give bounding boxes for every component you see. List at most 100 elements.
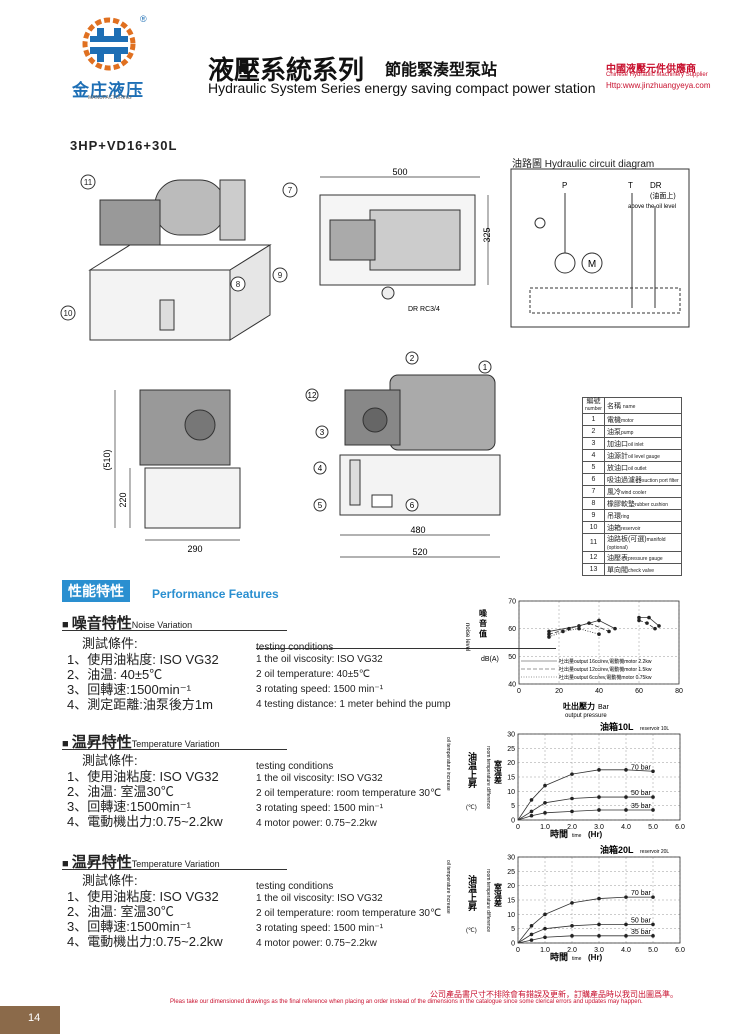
data-point <box>543 783 547 788</box>
temp1-heading: ■ 温昇特性Temperature Variation <box>62 734 220 751</box>
front-view-drawing: 480 520 2 1 12 3 4 5 6 <box>305 351 501 558</box>
parts-name-en: wind cooler <box>620 489 647 496</box>
y-tick-label: 50 <box>508 654 516 661</box>
x-label-en: output pressure <box>565 713 607 719</box>
data-point <box>529 798 534 802</box>
noise-underline <box>62 630 287 631</box>
y-unit: (℃) <box>466 928 477 934</box>
y-label-cn: 噪 音 值 <box>478 608 488 638</box>
callout-8: 8 <box>236 280 241 289</box>
parts-no: 10 <box>582 521 605 534</box>
callout-9: 9 <box>278 271 283 280</box>
circuit-label-dr-en: above the oil level <box>628 204 676 210</box>
parts-name-cn: 放油口 <box>606 464 628 472</box>
parts-name: 橡膠軟墊rubber cushion <box>603 497 683 510</box>
parts-name-en: oil outlet <box>627 465 647 472</box>
series-line <box>548 628 600 638</box>
temp2-item-en: 4 motor power: 0.75~2.2kw <box>256 938 377 949</box>
noise-section: ■ 噪音特性Noise Variation 測試條件: testing cond… <box>62 612 556 722</box>
website-url[interactable]: Http:www.jinzhuangyeya.com <box>606 81 711 90</box>
temp1-underline <box>62 749 287 750</box>
circuit-title-en: Hydraulic circuit diagram <box>544 159 655 170</box>
dim-side-width: 290 <box>187 544 202 554</box>
circuit-title: 油路圖 Hydraulic circuit diagram <box>512 155 654 170</box>
parts-name: 油箱reservoir <box>603 521 683 534</box>
y-label2-en: room temperature difference <box>485 869 491 932</box>
temp2-item-en: 1 the oil viscosity: ISO VG32 <box>256 893 383 904</box>
data-point <box>597 934 601 938</box>
data-point <box>587 621 591 625</box>
callout-3: 3 <box>320 428 325 437</box>
series-line <box>517 809 653 821</box>
temp2-heading: ■ 温昇特性Temperature Variation <box>62 854 220 871</box>
parts-name-en: rubber cushion <box>634 501 669 508</box>
data-point <box>637 615 641 620</box>
x-tick-label: 40 <box>595 688 603 695</box>
model-label: 3HP+VD16+30L <box>70 138 178 153</box>
data-point <box>529 924 534 928</box>
series-label: 35 bar <box>631 929 652 936</box>
chart-title-en: reservoir 10L <box>640 726 669 732</box>
logo-text: 金庄液压 <box>72 81 144 100</box>
data-point <box>651 795 655 799</box>
y-tick-label: 30 <box>507 855 515 862</box>
circuit-diagram: P T DR (油面上) above the oil level M <box>510 168 690 328</box>
callout-7: 7 <box>288 186 293 195</box>
y-tick-label: 0 <box>511 818 515 825</box>
noise-item-cn: 4、測定距離:油泵後方1m <box>67 697 213 712</box>
series-line <box>548 622 610 635</box>
y-tick-label: 60 <box>508 626 516 633</box>
parts-name-cn: 電機 <box>606 416 621 424</box>
temp1-item-en: 4 motor power: 0.75~2.2kw <box>256 818 377 829</box>
data-point <box>624 768 628 772</box>
parts-no: 7 <box>582 485 605 498</box>
parts-name-en: manifold (optional) <box>606 537 666 551</box>
x-tick-label: 0 <box>517 688 521 695</box>
data-point <box>624 808 628 812</box>
data-point <box>597 896 601 901</box>
callout-1: 1 <box>483 363 488 372</box>
data-point <box>597 808 601 812</box>
chart-title-cn: 油箱20L <box>600 844 634 855</box>
parts-name-cn: 加油口 <box>606 440 628 448</box>
performance-title: 性能特性 Performance Features <box>62 580 322 602</box>
x-label-cn: 時間 <box>550 951 568 962</box>
parts-name: 吊環ring <box>603 509 683 522</box>
temp1-cond-en: testing conditions <box>256 761 334 772</box>
y-tick-label: 5 <box>511 803 515 810</box>
dim-side-tank: 220 <box>118 492 128 507</box>
parts-no: 13 <box>582 563 605 576</box>
callout-6: 6 <box>410 501 415 510</box>
chart-title-cn: 油箱10L <box>600 721 634 732</box>
data-point <box>543 926 547 931</box>
temp1-cond-cn: 測試條件: <box>82 753 138 768</box>
y-label2-cn: 室温差 <box>494 882 503 907</box>
series-label: 50 bar <box>631 917 652 924</box>
data-point <box>651 808 655 812</box>
temp2-title-en: Temperature Variation <box>131 859 220 869</box>
temp1-item-en: 1 the oil viscosity: ISO VG32 <box>256 773 383 784</box>
parts-name: 油路板(可選)manifold (optional) <box>603 533 683 552</box>
y-label2-cn: 室温差 <box>494 759 503 784</box>
y-tick-label: 25 <box>507 869 515 876</box>
temp1-item-cn: 3、回轉速:1500min⁻¹ <box>67 799 191 814</box>
data-point <box>651 769 655 774</box>
data-point <box>651 922 655 927</box>
y-tick-label: 20 <box>507 760 515 767</box>
callout-10: 10 <box>64 309 73 318</box>
parts-name-en: pump <box>620 429 634 436</box>
data-point <box>597 632 601 636</box>
footer-note-cn: 公司產品書尺寸不排除會有錯誤及更新，訂購產品時以我司出圖爲準。 <box>430 990 678 999</box>
data-point <box>529 932 534 937</box>
data-point <box>570 901 574 905</box>
noise-cond-underline <box>256 648 556 649</box>
noise-cond-cn: 測試條件: <box>82 636 138 651</box>
temp2-item-en: 2 oil temperature: room temperature 30℃ <box>256 908 442 919</box>
drain-label: DR RC3/4 <box>408 306 440 313</box>
performance-title-cn: 性能特性 <box>62 580 130 602</box>
